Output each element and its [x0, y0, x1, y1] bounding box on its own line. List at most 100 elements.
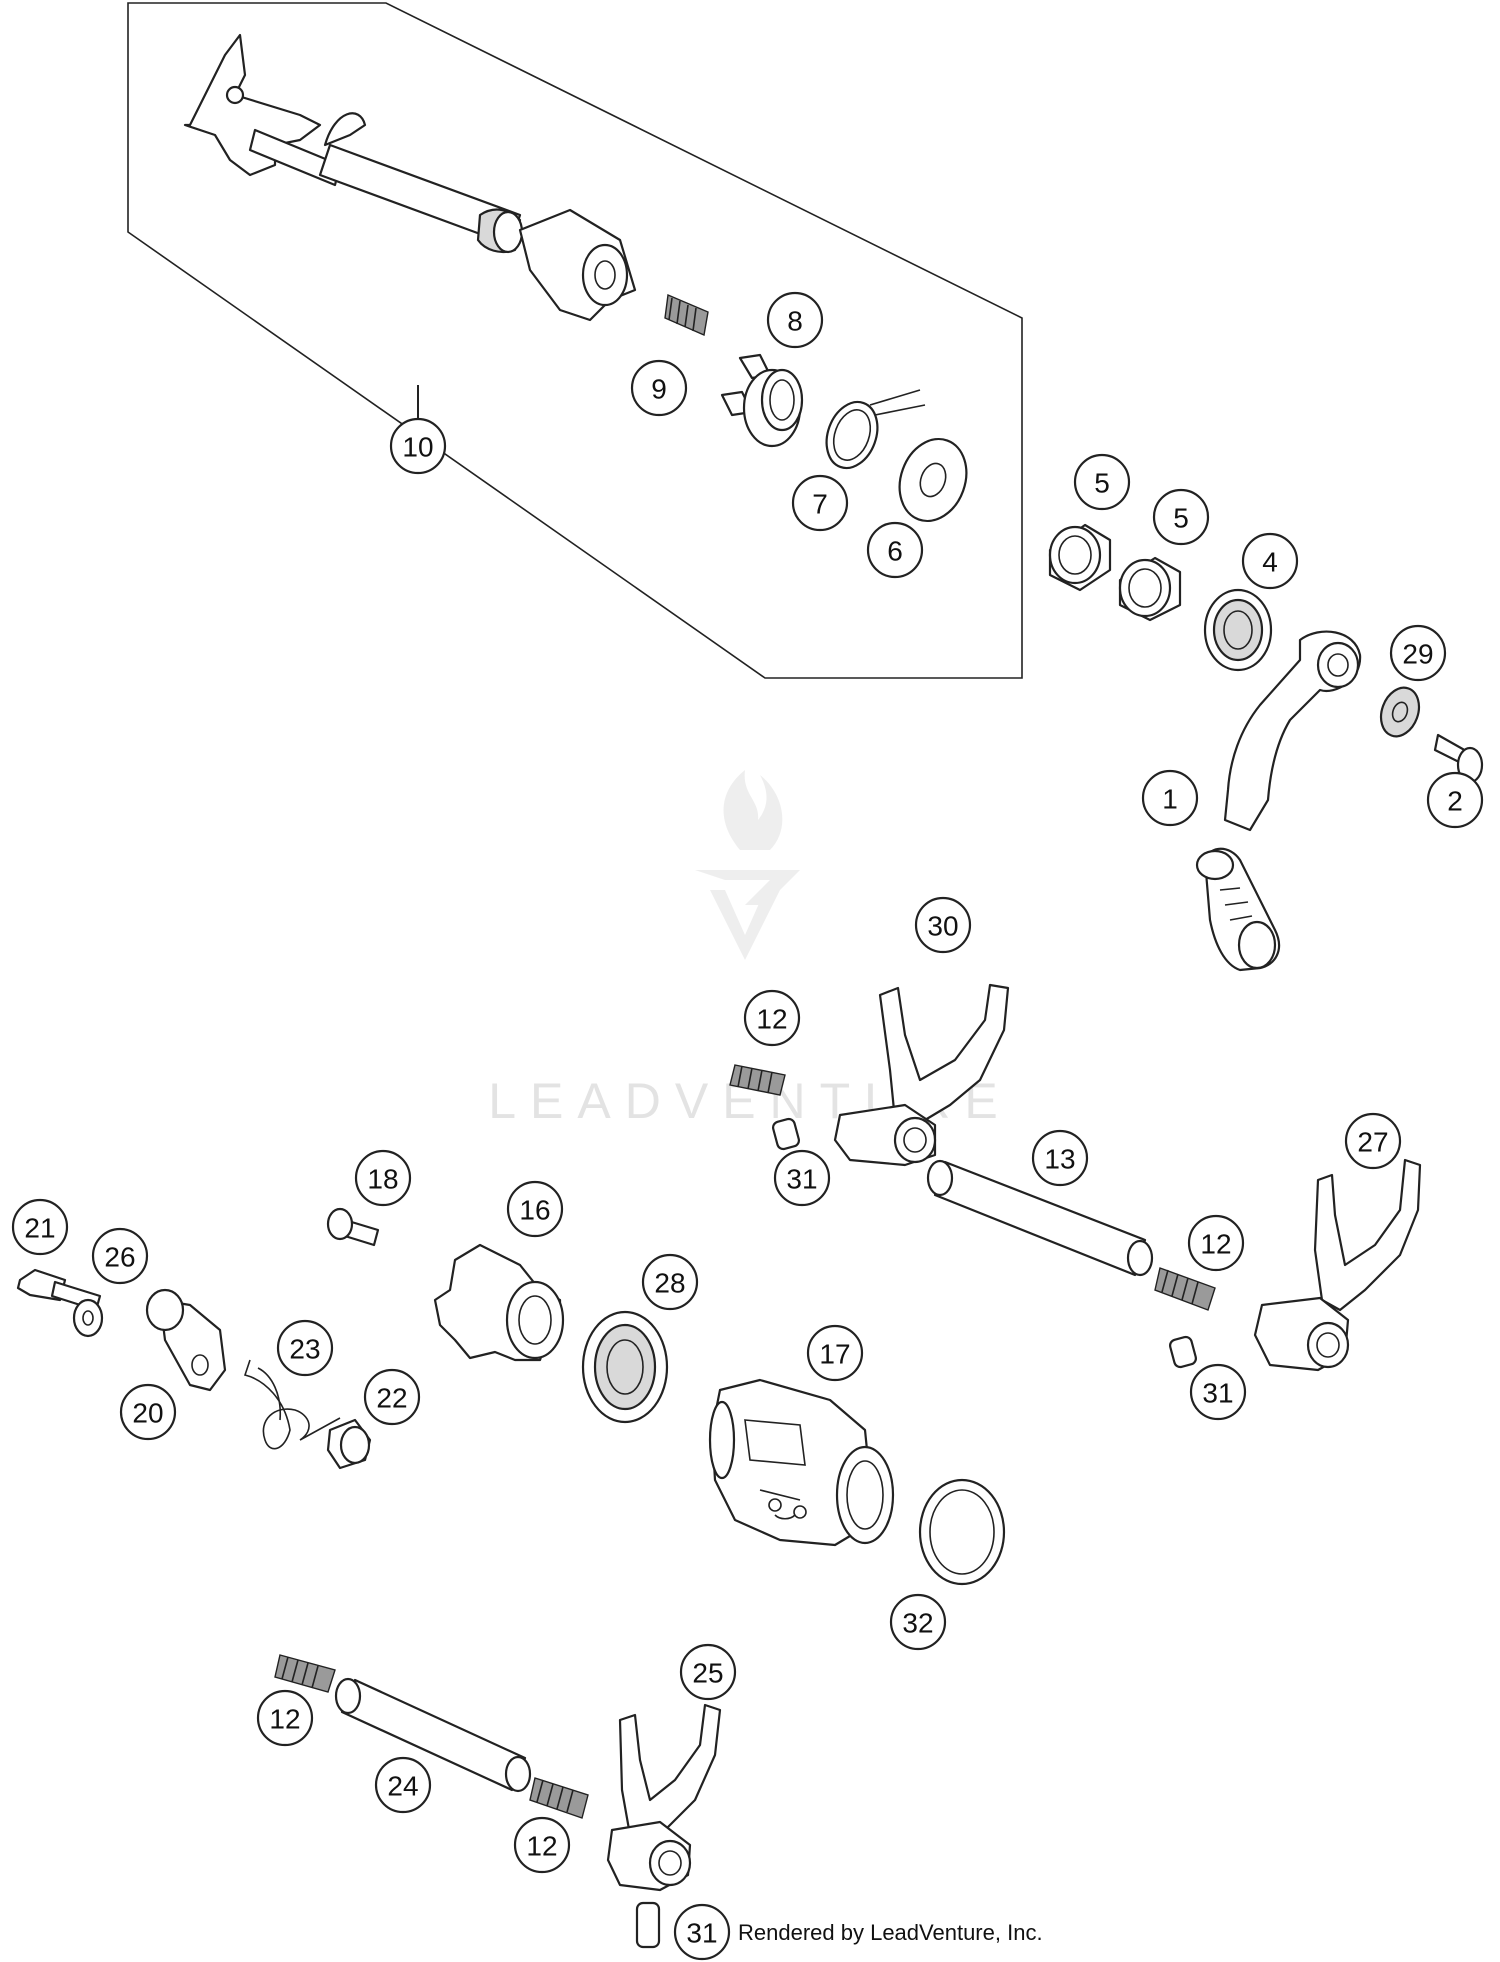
- shift-lever-1: [1195, 630, 1362, 972]
- roller-22: [326, 1418, 372, 1470]
- callout-22: 22: [363, 1368, 421, 1426]
- shift-shaft-assembly: [183, 33, 637, 322]
- svg-text:10: 10: [402, 432, 433, 463]
- locking-lever-20: [145, 1288, 227, 1392]
- callout-30: 30: [914, 896, 972, 954]
- callout-23: 23: [276, 1319, 334, 1377]
- callout-24: 24: [374, 1756, 432, 1814]
- svg-text:1: 1: [1162, 784, 1178, 815]
- svg-text:27: 27: [1357, 1127, 1388, 1158]
- spring-12b: [1154, 1267, 1216, 1311]
- pin-31b: [1168, 1335, 1198, 1369]
- svg-text:12: 12: [269, 1704, 300, 1735]
- callout-20: 20: [119, 1383, 177, 1441]
- shift-star-16: [433, 1243, 565, 1362]
- callout-17: 17: [806, 1324, 864, 1382]
- shift-fork-25: [606, 1703, 722, 1892]
- svg-text:16: 16: [519, 1195, 550, 1226]
- callout-8: 8: [766, 291, 824, 349]
- ring-clip-7: [825, 389, 926, 470]
- svg-text:29: 29: [1402, 639, 1433, 670]
- callout-31b: 31: [1189, 1363, 1247, 1421]
- callout-10: 10: [389, 417, 447, 475]
- callout-12c: 12: [256, 1689, 314, 1747]
- render-credit: Rendered by LeadVenture, Inc.: [738, 1920, 1043, 1945]
- callout-4: 4: [1241, 532, 1299, 590]
- bushing-5a: [1048, 523, 1112, 592]
- seal-28: [581, 1310, 669, 1424]
- callout-31c: 31: [673, 1903, 731, 1961]
- callout-28: 28: [641, 1253, 699, 1311]
- callout-27: 27: [1344, 1112, 1402, 1170]
- svg-text:7: 7: [812, 489, 828, 520]
- svg-text:17: 17: [819, 1339, 850, 1370]
- svg-text:24: 24: [387, 1771, 418, 1802]
- svg-text:30: 30: [927, 911, 958, 942]
- pin-31c: [635, 1901, 661, 1949]
- callout-6: 6: [866, 521, 924, 579]
- svg-text:32: 32: [902, 1608, 933, 1639]
- callout-12d: 12: [513, 1816, 571, 1874]
- svg-text:5: 5: [1094, 468, 1110, 499]
- svg-text:31: 31: [686, 1918, 717, 1949]
- callout-29: 29: [1389, 624, 1447, 682]
- svg-text:22: 22: [376, 1383, 407, 1414]
- shift-fork-30: [833, 983, 1010, 1167]
- callout-25: 25: [679, 1643, 737, 1701]
- screw-18: [326, 1207, 380, 1247]
- callout-5b: 5: [1152, 488, 1210, 546]
- svg-text:25: 25: [692, 1658, 723, 1689]
- spring-12c: [274, 1654, 336, 1693]
- shift-drum-17: [708, 1378, 895, 1547]
- washer-6: [898, 437, 968, 523]
- callout-9: 9: [630, 359, 688, 417]
- svg-text:26: 26: [104, 1242, 135, 1273]
- callout-32: 32: [889, 1593, 947, 1651]
- washer-29: [1379, 686, 1421, 738]
- callout-26: 26: [91, 1227, 149, 1285]
- svg-text:21: 21: [24, 1213, 55, 1244]
- svg-text:2: 2: [1447, 786, 1463, 817]
- callout-12b: 12: [1187, 1214, 1245, 1272]
- callout-18: 18: [354, 1149, 412, 1207]
- callout-2: 2: [1426, 771, 1484, 829]
- shaft-13: [926, 1159, 1154, 1277]
- assembly-outline: [127, 2, 1023, 679]
- svg-text:23: 23: [289, 1334, 320, 1365]
- spring-12a: [729, 1064, 786, 1096]
- svg-text:4: 4: [1262, 547, 1278, 578]
- svg-text:8: 8: [787, 306, 803, 337]
- callout-1: 1: [1141, 769, 1199, 827]
- callout-5a: 5: [1073, 453, 1131, 511]
- svg-text:9: 9: [651, 374, 667, 405]
- callout-16: 16: [506, 1180, 564, 1238]
- svg-text:12: 12: [756, 1004, 787, 1035]
- svg-text:20: 20: [132, 1398, 163, 1429]
- callout-12a: 12: [743, 989, 801, 1047]
- callout-31a: 31: [773, 1149, 831, 1207]
- svg-text:13: 13: [1044, 1144, 1075, 1175]
- callout-7: 7: [791, 474, 849, 532]
- svg-text:5: 5: [1173, 503, 1189, 534]
- svg-text:28: 28: [654, 1268, 685, 1299]
- svg-text:31: 31: [786, 1164, 817, 1195]
- seal-4: [1203, 588, 1273, 672]
- bushing-5b: [1118, 556, 1182, 622]
- callout-13: 13: [1031, 1129, 1089, 1187]
- svg-text:18: 18: [367, 1164, 398, 1195]
- shift-fork-27: [1253, 1158, 1422, 1372]
- washer-26: [72, 1298, 104, 1338]
- spring-23: [243, 1359, 341, 1450]
- svg-text:31: 31: [1202, 1378, 1233, 1409]
- svg-text:12: 12: [526, 1831, 557, 1862]
- spring-9: [664, 293, 709, 336]
- svg-text:12: 12: [1200, 1229, 1231, 1260]
- spring-12d: [529, 1777, 589, 1819]
- shaft-24: [334, 1677, 532, 1793]
- watermark-logo: [695, 770, 800, 960]
- callout-21: 21: [11, 1198, 69, 1256]
- sleeve-8: [720, 353, 804, 448]
- pin-31a: [771, 1117, 801, 1151]
- svg-text:6: 6: [887, 536, 903, 567]
